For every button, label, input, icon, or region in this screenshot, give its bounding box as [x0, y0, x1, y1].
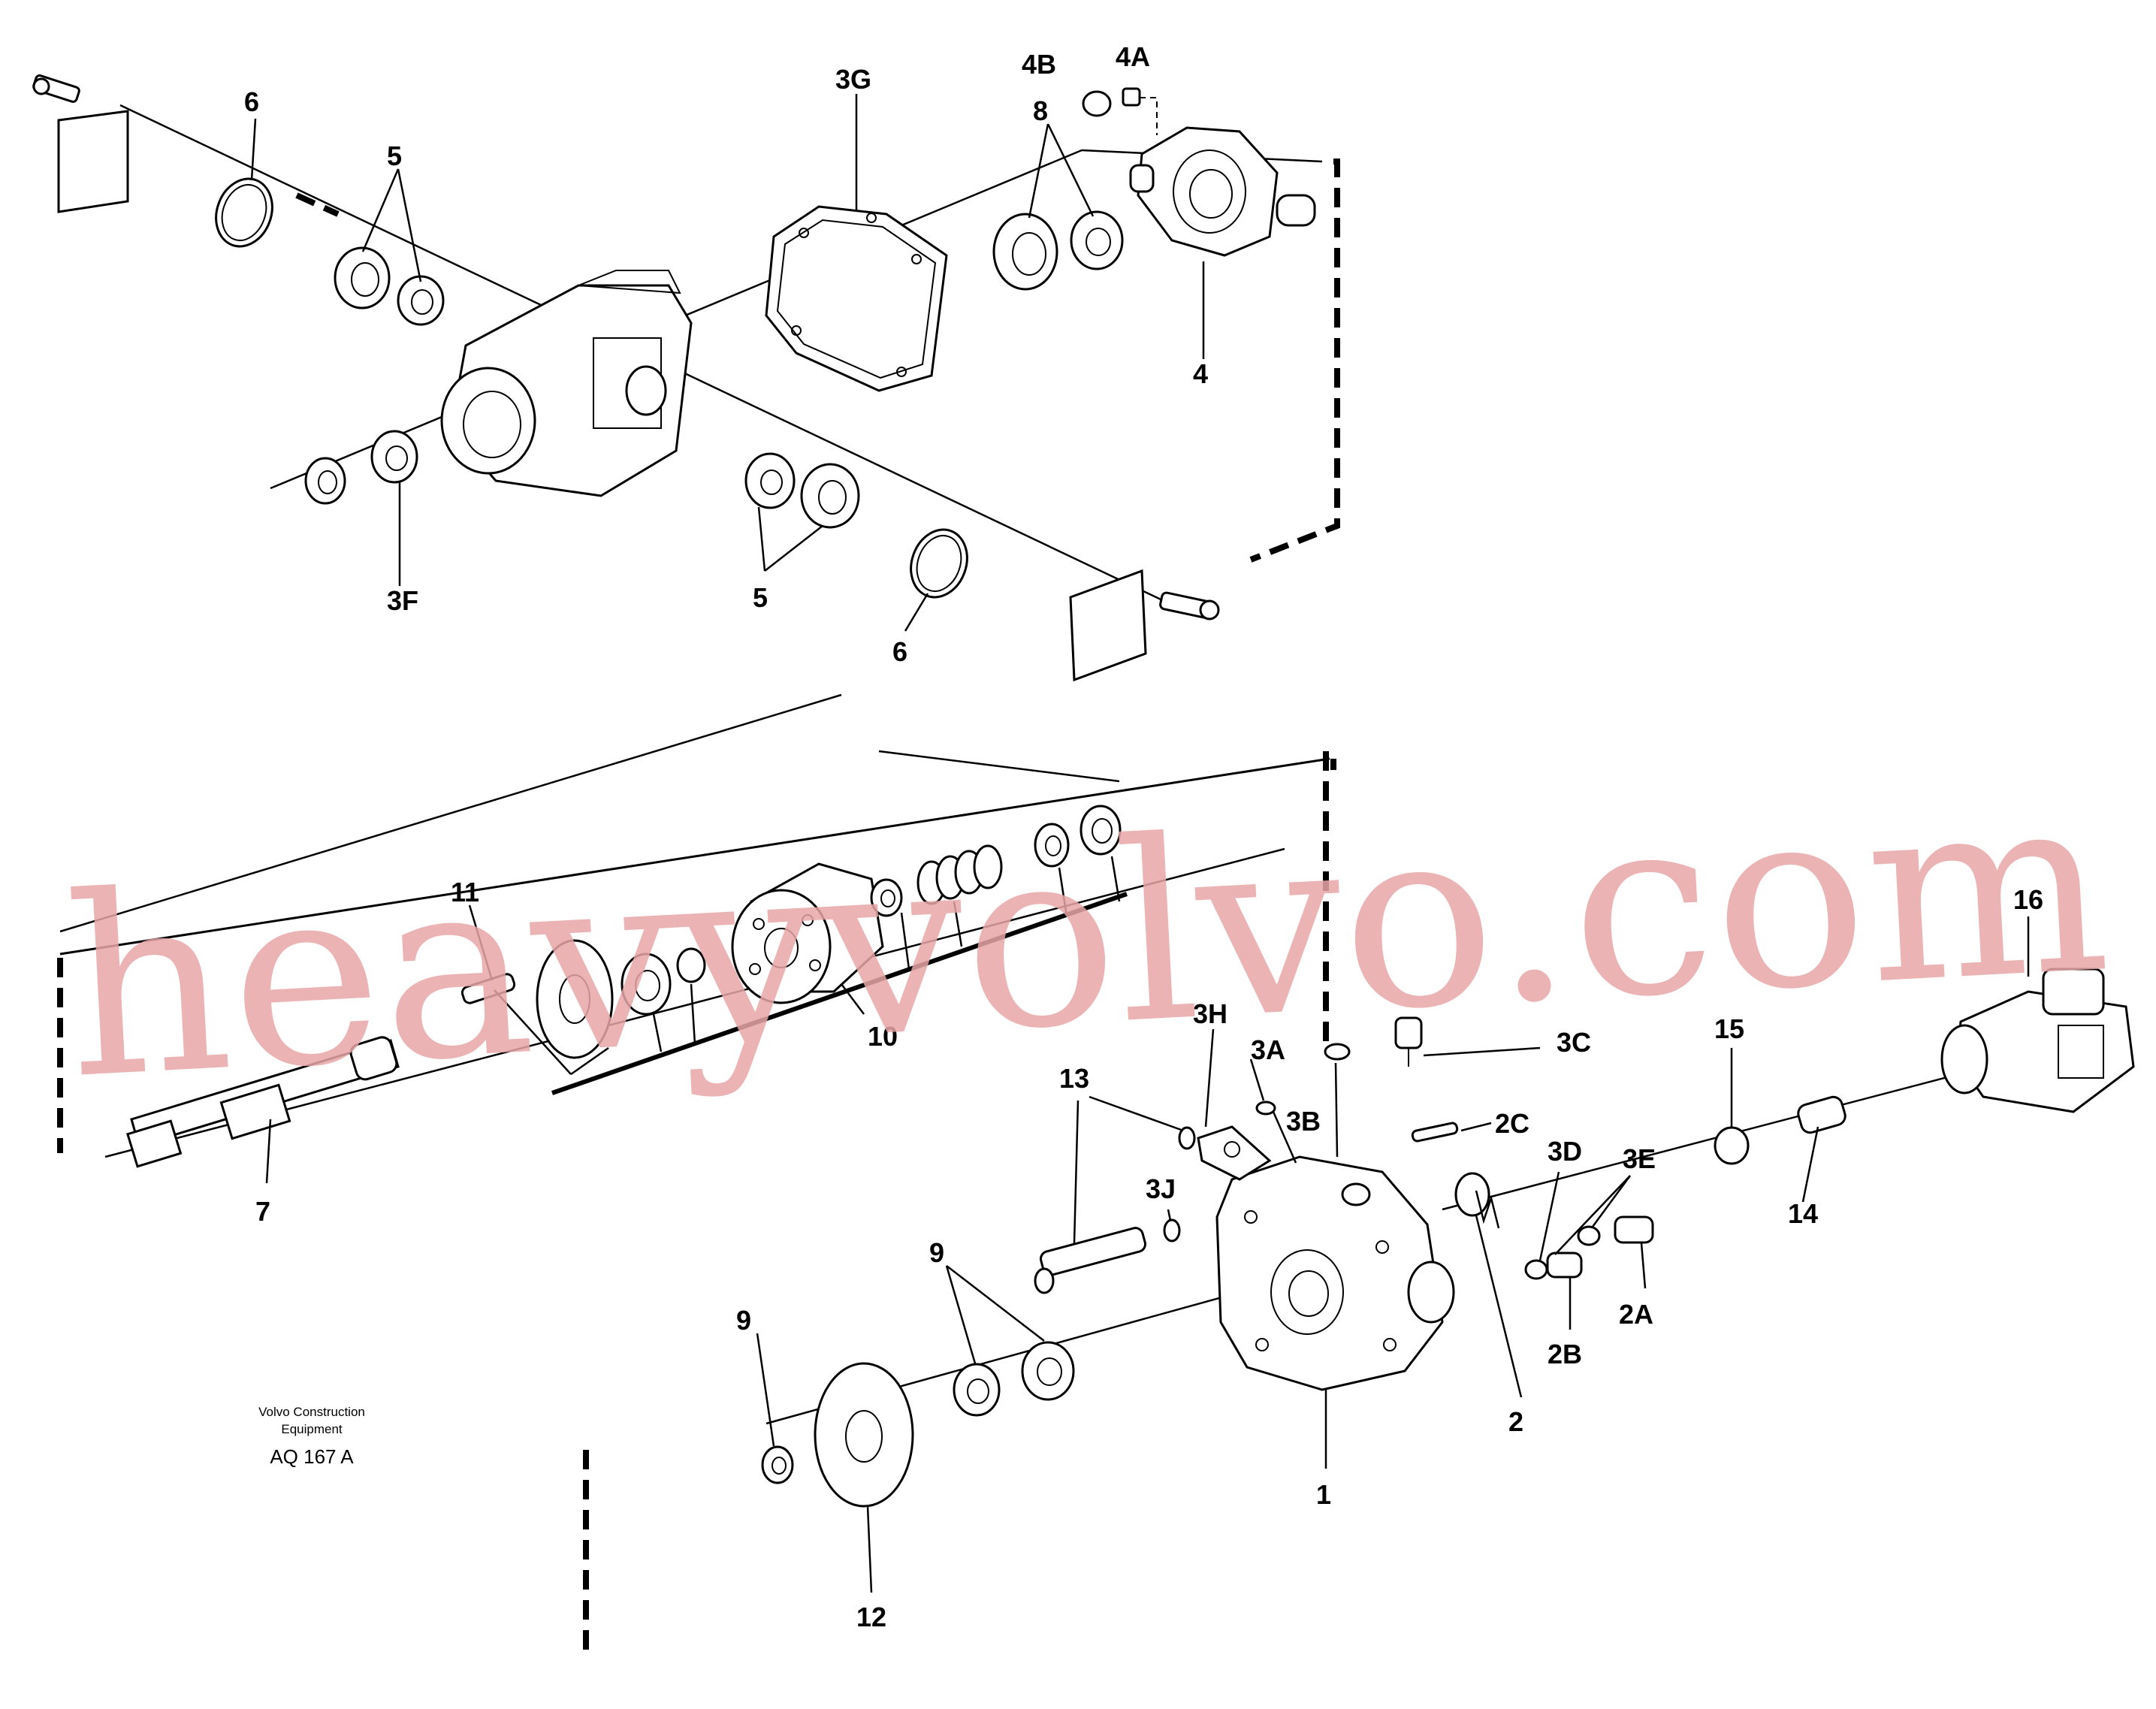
label-3d: 3D — [1548, 1136, 1582, 1167]
swash-plate — [536, 939, 614, 1059]
pump-housing — [440, 270, 693, 497]
pin-11 — [460, 973, 516, 1004]
bushing — [621, 953, 672, 1016]
label-16: 16 — [2013, 884, 2043, 915]
bolt-right — [1159, 591, 1220, 620]
valve-block-1 — [1215, 1155, 1455, 1391]
label-6-lower: 6 — [892, 636, 907, 667]
label-8: 8 — [1033, 95, 1048, 126]
label-6-top: 6 — [244, 86, 259, 117]
label-3b: 3B — [1286, 1106, 1321, 1137]
washer-2 — [1034, 823, 1070, 868]
pin-13 — [1034, 1227, 1147, 1294]
label-3g: 3G — [835, 64, 871, 95]
label-5-top: 5 — [387, 140, 402, 171]
plug-2b — [1546, 1252, 1583, 1279]
o-ring-3e — [1577, 1225, 1601, 1246]
o-ring-15 — [1714, 1126, 1750, 1165]
bearing-ring-5 — [334, 246, 391, 309]
motor-16 — [1940, 968, 2135, 1113]
axis-line-shaft — [104, 847, 1285, 1158]
axis-line-center — [878, 750, 1120, 783]
label-5-lower: 5 — [753, 582, 768, 613]
watermark-text: heavyvolvo.com — [59, 738, 2115, 1134]
o-ring-6-lower — [910, 528, 968, 599]
nipple-4a — [1122, 87, 1141, 107]
o-ring-3d — [1524, 1259, 1548, 1280]
washer — [870, 878, 903, 917]
o-ring-6-top — [215, 177, 273, 248]
label-2a: 2A — [1619, 1299, 1653, 1330]
cover-plate-right — [1069, 569, 1147, 682]
label-2: 2 — [1508, 1406, 1523, 1437]
coupling-14 — [1797, 1095, 1846, 1134]
roller-bearing-3f — [370, 430, 418, 484]
axis-line-upper-left — [59, 693, 842, 933]
bolt-top-left — [32, 74, 80, 103]
bearing-ring-8 — [992, 213, 1058, 291]
end-cap-4 — [1129, 126, 1316, 257]
label-7: 7 — [255, 1196, 270, 1227]
dash-segment — [295, 192, 340, 217]
cover-plate-left — [57, 110, 129, 213]
plug-4b — [1082, 90, 1112, 117]
plug-2a — [1614, 1215, 1654, 1244]
top-assembly — [32, 74, 1340, 682]
seal-ring-3f — [304, 457, 346, 505]
gasket-3g — [765, 205, 948, 392]
ring-3b — [1324, 1043, 1351, 1061]
label-4: 4 — [1193, 358, 1208, 389]
cylinder-block-10 — [731, 862, 884, 1004]
roller-bearing-8 — [1070, 210, 1124, 270]
drawing-code: AQ 167 A — [270, 1445, 354, 1468]
dashed-bracket-top — [1249, 159, 1340, 563]
plate-3h — [1197, 1125, 1272, 1181]
label-3a: 3A — [1251, 1034, 1285, 1065]
label-4a: 4A — [1116, 41, 1150, 72]
label-3f: 3F — [387, 585, 418, 616]
footer: Volvo Construction Equipment AQ 167 A — [258, 1405, 365, 1468]
label-15: 15 — [1714, 1013, 1744, 1044]
roller-bearing-5-lower — [744, 452, 796, 509]
label-1: 1 — [1316, 1479, 1331, 1510]
bearing-ring-9 — [1021, 1341, 1075, 1401]
company-name-line1: Volvo Construction — [258, 1405, 365, 1419]
retaining-ring — [1080, 805, 1122, 856]
label-11: 11 — [451, 877, 479, 907]
ring-3a — [1255, 1101, 1276, 1116]
spring — [916, 844, 1003, 905]
screw-2c — [1411, 1122, 1459, 1143]
label-9-right: 9 — [929, 1237, 944, 1268]
label-2b: 2B — [1548, 1339, 1582, 1369]
company-name-line2: Equipment — [281, 1422, 343, 1436]
callout-labels: 6 5 3G 4B 4A 8 4 3F 5 6 11 10 7 3H 3A 3B… — [244, 41, 2043, 1632]
label-12: 12 — [856, 1602, 886, 1632]
label-4b: 4B — [1022, 49, 1056, 80]
label-2c: 2C — [1495, 1108, 1529, 1139]
ring-13 — [1178, 1126, 1196, 1150]
label-3e: 3E — [1623, 1143, 1656, 1174]
roller-bearing-5 — [397, 275, 445, 326]
bearing-ring-5-lower — [800, 463, 860, 529]
ring-3j — [1163, 1218, 1181, 1242]
label-9-left: 9 — [736, 1305, 751, 1336]
roller-bearing-9 — [953, 1363, 1001, 1417]
seal-ring-9 — [761, 1445, 794, 1484]
label-3c: 3C — [1557, 1027, 1591, 1058]
bolt-3c — [1394, 1016, 1423, 1067]
flange-12 — [814, 1362, 914, 1508]
label-3h: 3H — [1193, 998, 1227, 1029]
label-10: 10 — [868, 1021, 898, 1052]
sleeve-2 — [1454, 1172, 1490, 1217]
label-3j: 3J — [1146, 1173, 1176, 1204]
drive-shaft-7 — [126, 1036, 400, 1168]
label-13: 13 — [1059, 1063, 1089, 1094]
small-ring — [676, 947, 706, 983]
bottom-assembly — [57, 693, 2135, 1656]
label-14: 14 — [1788, 1198, 1818, 1229]
